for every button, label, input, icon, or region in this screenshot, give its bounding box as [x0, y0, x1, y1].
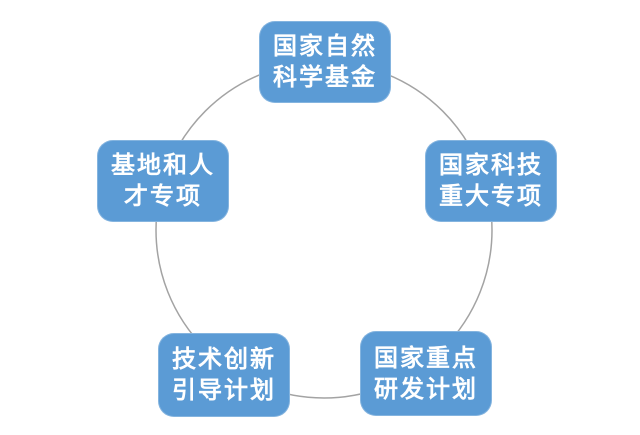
node-label-line: 基地和人: [111, 152, 215, 179]
node-label-line: 才专项: [124, 183, 202, 210]
node-base-and-talent-program: 基地和人 才专项: [97, 140, 229, 222]
node-key-rd-program: 国家重点 研发计划: [360, 331, 492, 416]
node-label-line: 国家科技: [439, 152, 543, 179]
node-tech-innovation-guidance: 技术创新 引导计划: [158, 333, 290, 417]
node-label-line: 科学基金: [273, 64, 377, 91]
node-label-line: 研发计划: [374, 375, 478, 403]
node-major-sci-tech-project: 国家科技 重大专项: [425, 140, 557, 222]
node-label-line: 技术创新: [172, 346, 276, 373]
node-natural-science-foundation: 国家自然 科学基金: [259, 21, 391, 103]
node-label-line: 国家自然: [273, 33, 377, 60]
node-label-line: 引导计划: [172, 377, 276, 404]
node-label-line: 国家重点: [374, 344, 478, 372]
node-label-line: 重大专项: [439, 183, 543, 210]
